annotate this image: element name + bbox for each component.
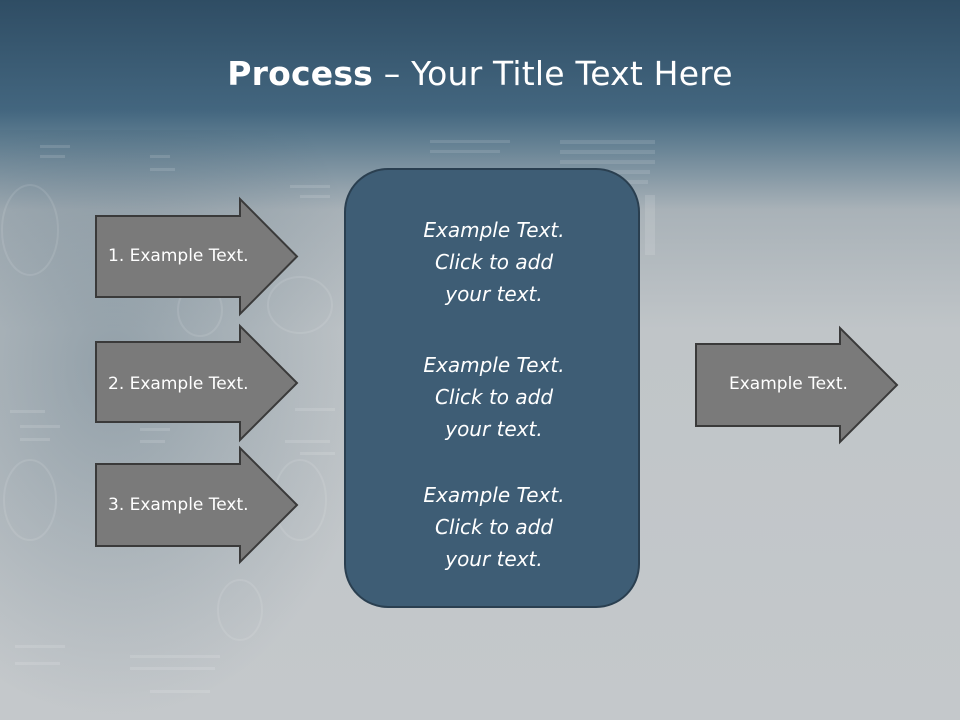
process-paragraph-2-line-1: Example Text. xyxy=(423,353,565,377)
process-paragraph-3-line-3: your text. xyxy=(445,547,543,571)
title-rest: – Your Title Text Here xyxy=(373,54,733,93)
process-paragraph-2-line-3: your text. xyxy=(445,417,543,441)
process-paragraph-1-line-1: Example Text. xyxy=(423,218,565,242)
output-arrow xyxy=(695,325,899,445)
process-paragraph-3-line-2: Click to add xyxy=(434,515,554,539)
slide-title: Process – Your Title Text Here xyxy=(0,50,960,98)
process-paragraph-1-line-3: your text. xyxy=(445,282,543,306)
process-paragraph-2-line-2: Click to add xyxy=(434,385,554,409)
output-arrow-label: Example Text. xyxy=(729,374,848,394)
process-paragraph-1: Example Text. Click to add your text. xyxy=(346,214,642,310)
input-arrow-label-1: 1. Example Text. xyxy=(108,246,249,266)
input-arrow-3 xyxy=(95,445,299,565)
title-bold: Process xyxy=(227,54,374,93)
input-arrow-2 xyxy=(95,323,299,443)
process-paragraph-2: Example Text. Click to add your text. xyxy=(346,349,642,445)
input-arrow-label-3: 3. Example Text. xyxy=(108,495,249,515)
input-arrow-1 xyxy=(95,196,299,317)
process-paragraph-3: Example Text. Click to add your text. xyxy=(346,479,642,575)
process-paragraph-1-line-2: Click to add xyxy=(434,250,554,274)
input-arrow-label-2: 2. Example Text. xyxy=(108,374,249,394)
process-paragraph-3-line-1: Example Text. xyxy=(423,483,565,507)
process-box: Example Text. Click to add your text. Ex… xyxy=(344,168,640,608)
